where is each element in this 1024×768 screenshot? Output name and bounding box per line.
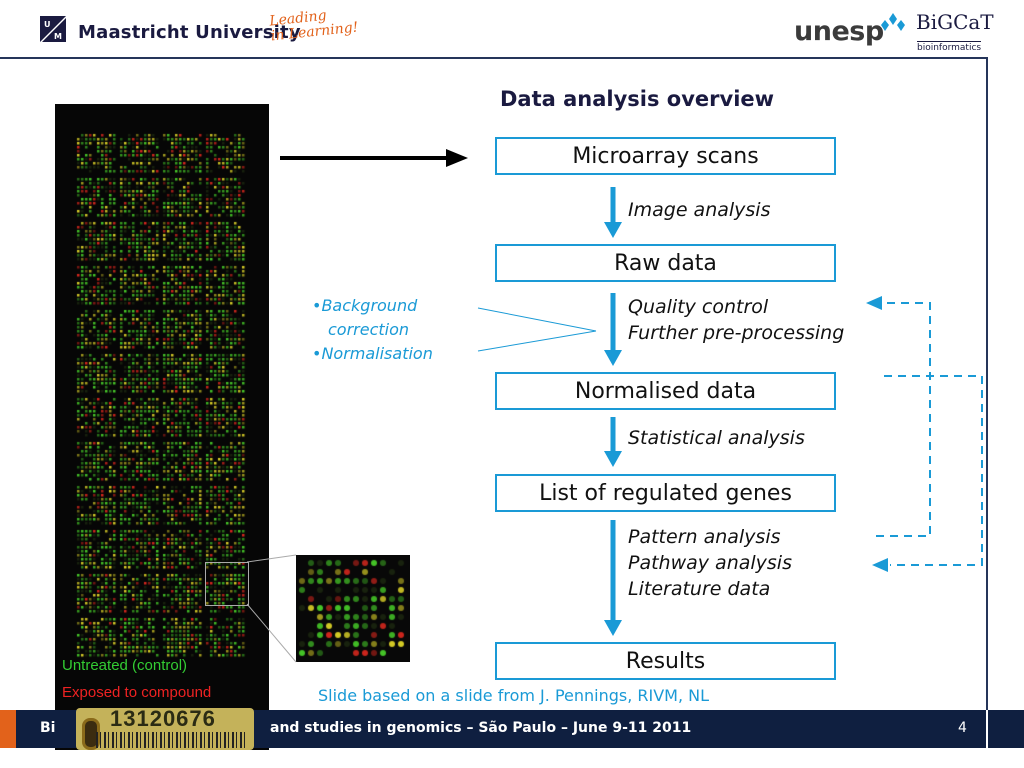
box-microarray-scans: Microarray scans [495, 137, 836, 175]
flow-arrow-3-head [604, 451, 622, 467]
note-callout-upper [477, 307, 597, 332]
note-callout-lower [477, 330, 597, 352]
box-regulated-genes: List of regulated genes [495, 474, 836, 512]
slide-title: Data analysis overview [500, 87, 775, 111]
note-correction: correction [328, 320, 410, 339]
flow-arrow-4-head [604, 620, 622, 636]
barcode-number: 13120676 [110, 706, 216, 731]
bigcat-subtitle: bioinformatics [917, 41, 982, 53]
step-statistical-analysis: Statistical analysis [628, 427, 805, 449]
step-quality-control: Quality control Further pre-processing [628, 294, 844, 346]
feedback-inner-arrow-head [866, 296, 882, 310]
footer-divider [986, 710, 988, 748]
box-results: Results [495, 642, 836, 680]
step-quality-control-line: Quality control [628, 296, 769, 318]
right-border-rule [986, 57, 988, 747]
svg-text:M: M [54, 32, 62, 41]
step-pattern-analysis: Pattern analysis [628, 526, 781, 548]
untreated-control-label: Untreated (control) [62, 657, 188, 674]
step-image-analysis: Image analysis [628, 199, 771, 221]
flow-arrow-2-head [604, 350, 622, 366]
bigcat-logo: BiGCaT bioinformatics [916, 10, 994, 54]
note-normalisation: •Normalisation [312, 344, 433, 363]
bigcat-name: BiGCaT [916, 10, 994, 34]
unesp-mark-icon [880, 12, 906, 38]
flow-arrow-1-head [604, 222, 622, 238]
step-downstream-analyses: Pattern analysis Pathway analysis Litera… [628, 524, 792, 602]
barcode-bars [96, 732, 246, 748]
slide-barcode-label: 13120676 [76, 706, 254, 750]
step-pathway-analysis: Pathway analysis [628, 552, 792, 574]
box-normalised-data: Normalised data [495, 372, 836, 410]
feedback-loop-outer [884, 375, 983, 566]
scan-pointer-arrow-head [446, 149, 468, 167]
university-name: Maastricht University [78, 22, 301, 43]
microarray-image [55, 104, 269, 750]
microarray-zoom-inset [296, 555, 410, 662]
zoom-connector-top [246, 554, 297, 563]
feedback-outer-arrow-head [872, 558, 888, 572]
box-raw-data: Raw data [495, 244, 836, 282]
zoom-region-marker [205, 562, 249, 606]
footer-accent [0, 710, 16, 748]
note-background: •Background [312, 296, 418, 315]
preprocessing-notes: •Background correction •Normalisation [312, 294, 433, 366]
header-divider [0, 57, 988, 59]
zoom-connector-bottom [246, 603, 297, 663]
feedback-loop-inner [876, 302, 931, 537]
slide-credit: Slide based on a slide from J. Pennings,… [318, 686, 710, 705]
footer-text-start: Bi [40, 720, 56, 736]
step-preprocessing-line: Further pre-processing [628, 322, 845, 344]
step-literature-data: Literature data [628, 578, 771, 600]
exposed-compound-label: Exposed to compound [62, 684, 212, 701]
footer-text-end: and studies in genomics – São Paulo – Ju… [270, 720, 692, 736]
svg-text:U: U [44, 20, 51, 29]
unesp-logo-text: unesp [794, 16, 884, 47]
maastricht-logo-icon: U M [38, 14, 68, 44]
page-number: 4 [958, 720, 967, 736]
